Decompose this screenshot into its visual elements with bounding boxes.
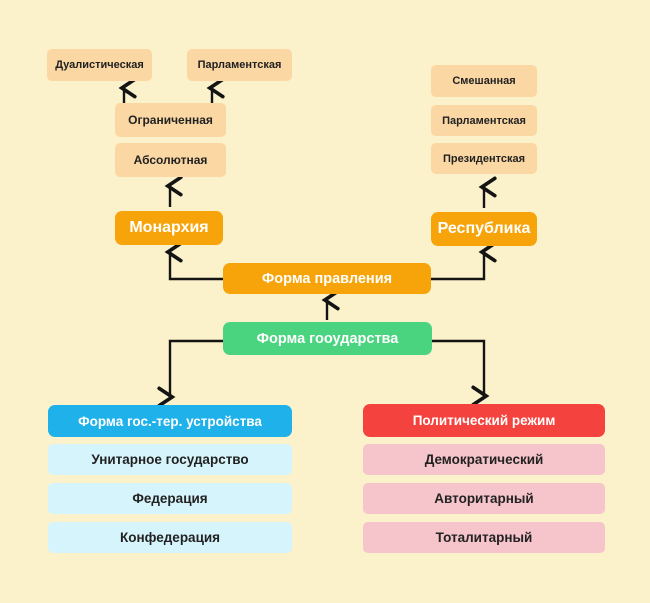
node-political-regime-header: Политический режим: [363, 404, 605, 437]
node-limited-monarchy: Ограниченная: [115, 103, 226, 137]
node-federation: Федерация: [48, 483, 292, 514]
node-totalitarian: Тоталитарный: [363, 522, 605, 553]
node-absolute-monarchy: Абсолютная: [115, 143, 226, 177]
node-unitary-state: Унитарное государство: [48, 444, 292, 475]
node-form-of-government: Форма правления: [223, 263, 431, 294]
node-parliamentary-republic: Парламентская: [431, 105, 537, 136]
node-democratic: Демократический: [363, 444, 605, 475]
node-republic: Республика: [431, 212, 537, 246]
node-dualistic-monarchy: Дуалистическая: [47, 49, 152, 81]
node-authoritarian: Авторитарный: [363, 483, 605, 514]
node-confederation: Конфедерация: [48, 522, 292, 553]
node-parliamentary-monarchy: Парламентская: [187, 49, 292, 81]
node-mixed-republic: Смешанная: [431, 65, 537, 97]
node-presidential-republic: Президентская: [431, 143, 537, 174]
node-territorial-structure-header: Форма гос.-тер. устройства: [48, 405, 292, 437]
node-form-of-state: Форма гооударства: [223, 322, 432, 355]
node-monarchy: Монархия: [115, 211, 223, 245]
